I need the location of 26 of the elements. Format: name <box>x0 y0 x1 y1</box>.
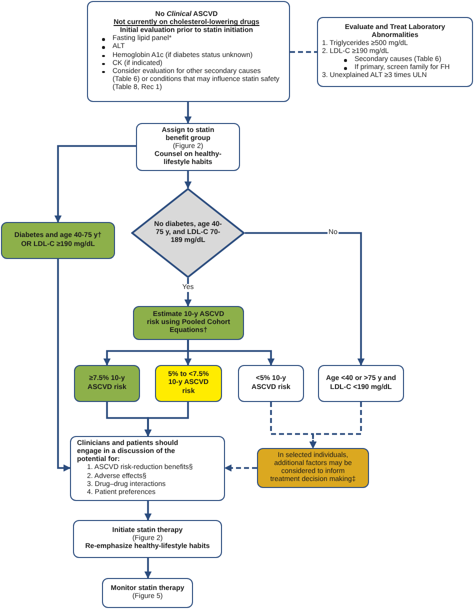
process-box <box>87 1 290 102</box>
arrow <box>54 145 136 223</box>
criteria-box <box>318 365 404 402</box>
dashed-connector <box>309 402 362 449</box>
process-box <box>70 436 225 501</box>
arrow <box>144 558 152 579</box>
process-box <box>133 306 244 340</box>
process-box <box>102 578 193 608</box>
arrow <box>245 232 365 366</box>
arrow <box>184 278 192 307</box>
arrow <box>144 501 152 521</box>
arrow <box>187 340 275 366</box>
process-box <box>317 17 473 87</box>
dashed-connector <box>290 51 317 53</box>
arrow <box>144 402 189 437</box>
criteria-box <box>1 222 115 259</box>
note-box <box>257 448 369 488</box>
arrow <box>57 259 71 472</box>
risk-box <box>74 365 140 402</box>
risk-box <box>155 365 222 402</box>
arrow <box>184 102 192 124</box>
process-box <box>73 520 222 558</box>
dashed-connector <box>224 464 257 472</box>
arrow <box>184 171 192 189</box>
risk-box <box>238 365 304 402</box>
process-box <box>136 123 240 171</box>
